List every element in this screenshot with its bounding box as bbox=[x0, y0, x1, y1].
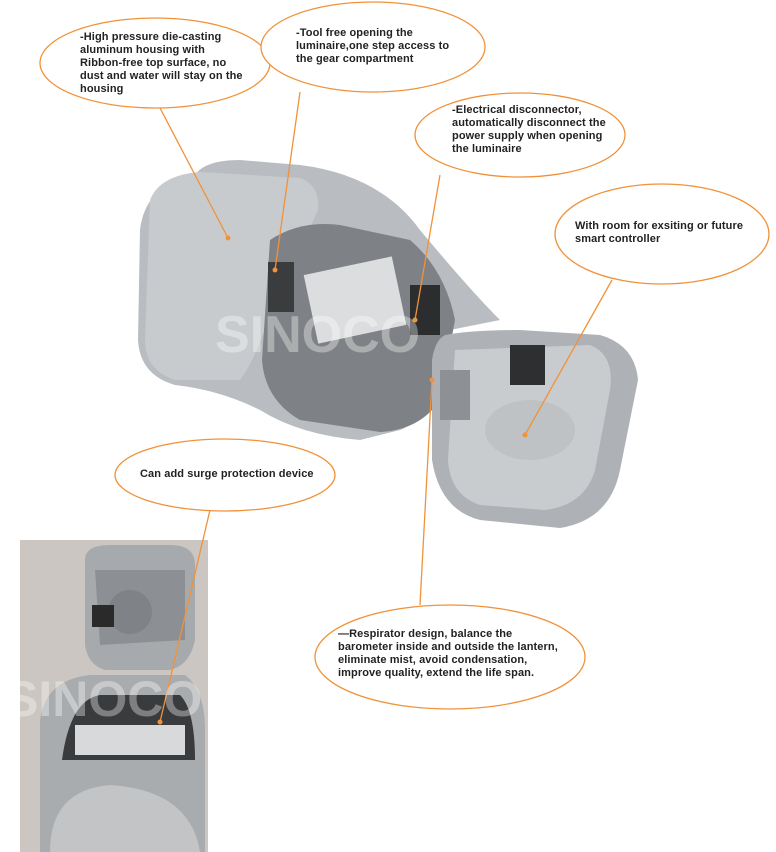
watermark-inset: SINOCO bbox=[5, 671, 203, 727]
luminaire-door bbox=[432, 330, 638, 528]
inset-photo bbox=[20, 540, 208, 852]
callout-disconnector: -Electrical disconnector, automatically … bbox=[452, 104, 606, 155]
callout-surge: Can add surge protection device bbox=[140, 468, 314, 480]
callout-ellipses bbox=[39, 1, 770, 710]
callout-housing: -High pressure die-casting aluminum hous… bbox=[80, 31, 243, 95]
callout-respirator: —Respirator design, balance the baromete… bbox=[338, 628, 558, 679]
leader-lines bbox=[157, 91, 613, 725]
callout-tool-free: -Tool free opening the luminaire,one ste… bbox=[296, 27, 450, 65]
luminaire-housing bbox=[138, 160, 500, 440]
watermark: SINOCO bbox=[215, 306, 421, 364]
callout-smart-controller: With room for exsiting or future smart c… bbox=[575, 220, 744, 245]
